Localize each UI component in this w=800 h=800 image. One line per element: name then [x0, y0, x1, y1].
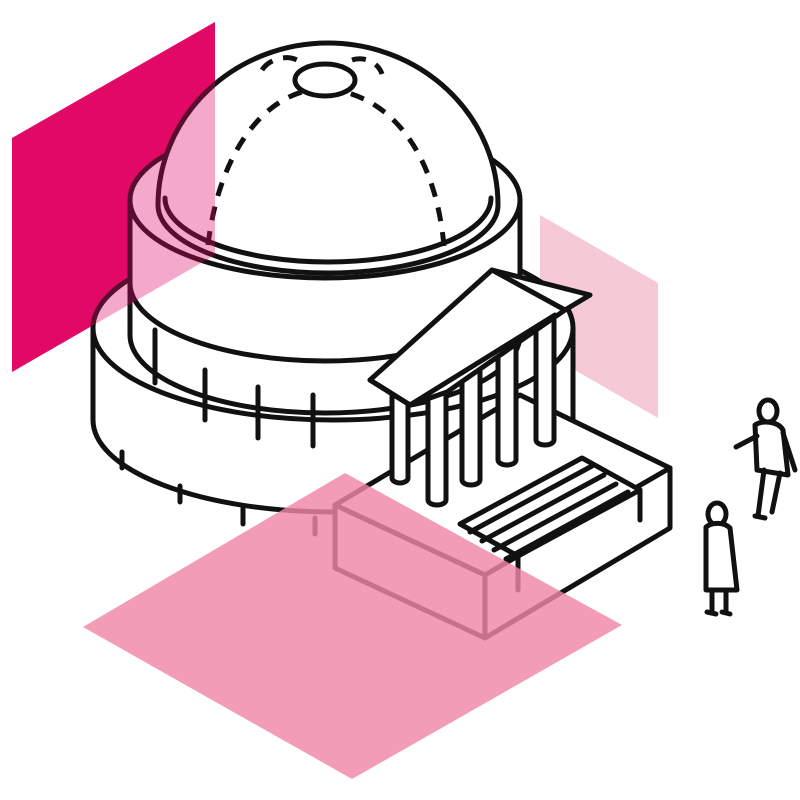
standing-person	[703, 500, 740, 617]
portico-steps	[457, 455, 643, 593]
magenta-wall-panel	[12, 22, 215, 372]
magenta-overlay	[12, 22, 215, 372]
portico-columns	[389, 317, 557, 508]
oculus	[292, 61, 358, 99]
dome	[155, 40, 501, 276]
pink-wall-panel	[540, 215, 658, 418]
portico	[332, 267, 673, 641]
walking-person	[733, 397, 798, 521]
floor-plane	[83, 473, 622, 779]
